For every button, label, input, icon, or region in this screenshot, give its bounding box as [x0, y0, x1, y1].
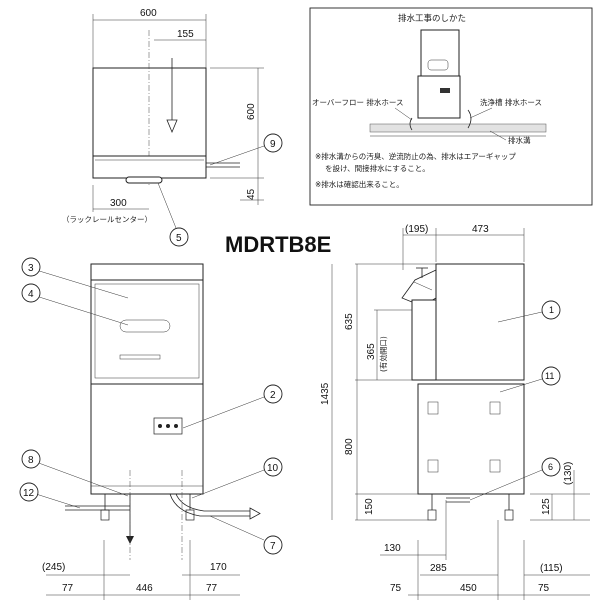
dim-side-130: 130 — [384, 543, 401, 554]
drain-instruction-box: 排水工事のしかた オーバーフロー 排水ホース 洗浄槽 排水ホース 排水溝 ※排水… — [309, 7, 593, 206]
dim-side-1435: 1435 — [320, 382, 331, 405]
drain-box-title: 排水工事のしかた — [398, 13, 466, 24]
callout-3: 3 — [28, 263, 34, 274]
dim-side-125: 125 — [541, 498, 552, 515]
opening-label: (有効開口) — [378, 336, 388, 372]
dim-side-75a: 75 — [390, 583, 402, 594]
callout-4: 4 — [28, 289, 34, 300]
dim-front-446: 446 — [136, 583, 153, 594]
callout-1: 1 — [549, 305, 554, 315]
callout-10: 10 — [267, 463, 279, 474]
dim-side-130r: (130) — [563, 462, 574, 485]
dim-side-800: 800 — [344, 438, 355, 455]
wash-hose-label: 洗浄槽 排水ホース — [480, 97, 542, 107]
dim-front-170: 170 — [210, 562, 227, 573]
dim-front-77b: 77 — [206, 583, 218, 594]
side-view: (195) 473 1435 635 800 — [320, 224, 590, 600]
dim-side-195: (195) — [405, 224, 428, 235]
model-title: MDRTB8E — [225, 232, 331, 257]
trench-label: 排水溝 — [508, 135, 531, 145]
overflow-hose-label: オーバーフロー 排水ホース — [312, 97, 403, 107]
dim-front-245: (245) — [42, 562, 65, 573]
dim-side-75b: 75 — [538, 583, 550, 594]
dim-side-150: 150 — [364, 498, 375, 515]
dim-rail-center: 300 — [110, 198, 127, 209]
dim-side-450: 450 — [460, 583, 477, 594]
vent-slots — [427, 401, 501, 473]
callout-2: 2 — [270, 390, 276, 401]
callout-9: 9 — [270, 139, 276, 150]
drain-note-3: ※排水は確認出来ること。 — [315, 179, 404, 189]
dim-top-offset: 155 — [177, 29, 194, 40]
dim-side-635: 635 — [344, 313, 355, 330]
dim-side-473: 473 — [472, 224, 489, 235]
dim-top-width: 600 — [140, 8, 157, 19]
callout-7: 7 — [270, 541, 276, 552]
rail-center-label: （ラックレールセンター） — [62, 215, 152, 224]
drain-note-1: ※排水溝からの汚臭、逆流防止の為、排水はエアーギャップ — [315, 151, 516, 161]
front-view: (245) 170 77 446 77 3 4 2 8 10 12 7 — [19, 257, 283, 600]
dim-top-bottom: 45 — [246, 188, 257, 200]
callout-6: 6 — [548, 462, 553, 472]
callout-5: 5 — [176, 233, 182, 244]
drain-note-2: を設け、間接排水にすること。 — [325, 163, 430, 173]
dim-side-285: 285 — [430, 563, 447, 574]
callout-8: 8 — [28, 455, 34, 466]
dim-front-77a: 77 — [62, 583, 74, 594]
callout-12: 12 — [23, 488, 35, 499]
callout-11: 11 — [545, 371, 554, 381]
dim-side-365: 365 — [366, 343, 377, 360]
dim-top-height: 600 — [246, 103, 257, 120]
top-view: 600 155 600 45 300 （ラックレールセンター） 9 — [62, 8, 283, 247]
dim-side-115: (115) — [540, 563, 563, 574]
